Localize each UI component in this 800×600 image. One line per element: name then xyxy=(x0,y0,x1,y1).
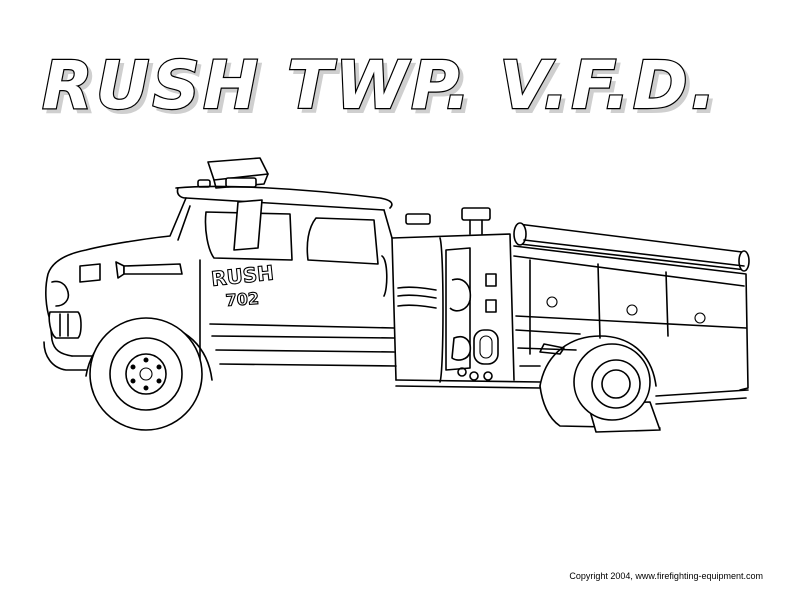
beacon-light-2 xyxy=(461,207,491,221)
door-lettering-number: 702 xyxy=(225,289,260,310)
page-title-graphic: RUSH TWP. V.F.D. RUSH TWP. V.F.D. xyxy=(41,46,723,129)
rear-wheel xyxy=(539,335,749,433)
page-title: RUSH TWP. V.F.D. RUSH TWP. V.F.D. xyxy=(38,40,788,130)
fire-engine-drawing: RUSH 702 xyxy=(43,157,750,433)
front-wheel xyxy=(85,317,213,431)
cab-side-window-rear xyxy=(306,217,379,265)
page-title-text: RUSH TWP. V.F.D. xyxy=(42,47,719,124)
door-lettering-rush: RUSH xyxy=(210,261,275,291)
roof-light-bar xyxy=(197,157,269,189)
page-title-shadow: RUSH TWP. V.F.D. xyxy=(46,51,723,128)
air-horn xyxy=(115,261,183,279)
beacon-light-1 xyxy=(405,213,431,225)
copyright-notice: Copyright 2004, www.firefighting-equipme… xyxy=(569,571,763,581)
fire-engine-icon: RUSH 702 xyxy=(0,140,800,440)
pump-panel xyxy=(397,247,499,381)
hose-rail xyxy=(513,222,750,272)
rear-compartments xyxy=(513,245,749,391)
side-mirror xyxy=(233,199,263,251)
